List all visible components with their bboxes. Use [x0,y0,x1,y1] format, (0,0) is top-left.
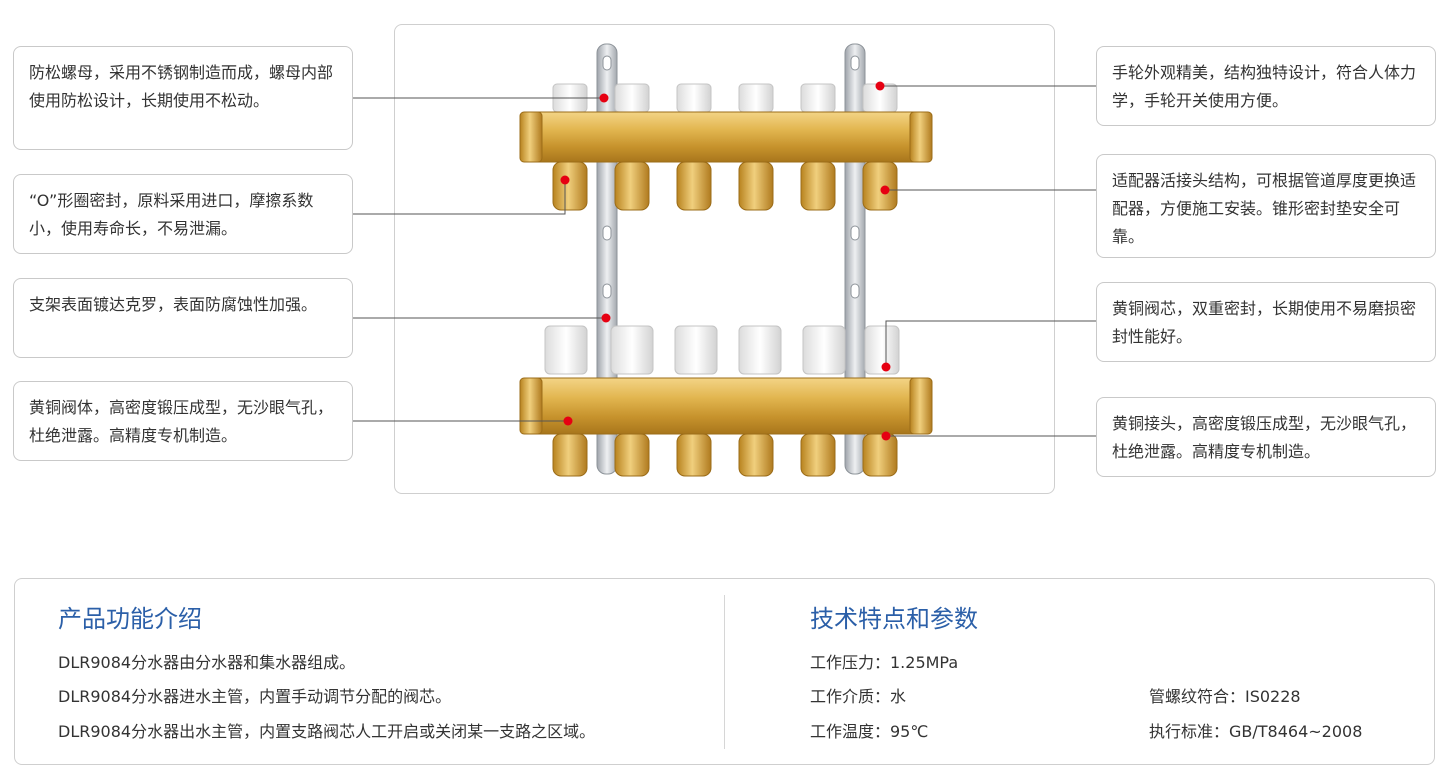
upper-outlet-fittings [552,161,898,211]
spec-working-medium: 工作介质：水 [810,687,907,706]
lower-manifold [519,325,933,477]
callout-brass-fitting: 黄铜接头，高密度锻压成型，无沙眼气孔，杜绝泄露。高精度专机制造。 [1096,397,1436,477]
product-intro-line: DLR9084分水器出水主管，内置支路阀芯人工开启或关闭某一支路之区域。 [58,722,596,741]
callout-brass-valve-body: 黄铜阀体，高密度锻压成型，无沙眼气孔，杜绝泄露。高精度专机制造。 [13,381,353,461]
tech-specs-title: 技术特点和参数 [810,605,978,633]
marker-dot-valve-core [881,362,891,372]
marker-dot-valve-body [563,416,573,426]
product-intro-line: DLR9084分水器由分水器和集水器组成。 [58,653,356,672]
callout-adapter-union: 适配器活接头结构，可根据管道厚度更换适配器，方便施工安装。锥形密封垫安全可靠。 [1096,154,1436,258]
callout-anti-loosening-nut: 防松螺母，采用不锈钢制造而成，螺母内部使用防松设计，长期使用不松动。 [13,46,353,150]
spec-working-pressure: 工作压力：1.25MPa [810,653,959,672]
callout-handwheel: 手轮外观精美，结构独特设计，符合人体力学，手轮开关使用方便。 [1096,46,1436,126]
leader-lines [353,85,1096,437]
callout-bracket-coating: 支架表面镀达克罗，表面防腐蚀性加强。 [13,278,353,358]
marker-dot-o-ring [560,175,570,185]
lower-outlet-fittings [552,433,898,477]
lower-handwheels [544,325,900,375]
spec-working-temperature: 工作温度：95℃ [810,722,929,741]
marker-dot-adapter [880,185,890,195]
spec-standard: 执行标准：GB/T8464~2008 [1149,722,1363,741]
callout-brass-valve-core: 黄铜阀芯，双重密封，长期使用不易磨损密封性能好。 [1096,282,1436,362]
marker-dot-fitting [881,431,891,441]
callout-o-ring-seal: “O”形圈密封，原料采用进口，摩擦系数小，使用寿命长，不易泄漏。 [13,174,353,254]
marker-dots [560,81,891,441]
marker-dot-handwheel [875,81,885,91]
product-intro-title: 产品功能介绍 [58,605,202,633]
spec-pipe-thread: 管螺纹符合：IS0228 [1149,687,1301,706]
panel-divider [724,595,725,749]
marker-dot-nut [599,93,609,103]
marker-dot-bracket [601,313,611,323]
info-panel: 产品功能介绍 DLR9084分水器由分水器和集水器组成。 DLR9084分水器进… [14,578,1435,765]
upper-manifold [519,83,933,211]
product-intro-line: DLR9084分水器进水主管，内置手动调节分配的阀芯。 [58,687,452,706]
